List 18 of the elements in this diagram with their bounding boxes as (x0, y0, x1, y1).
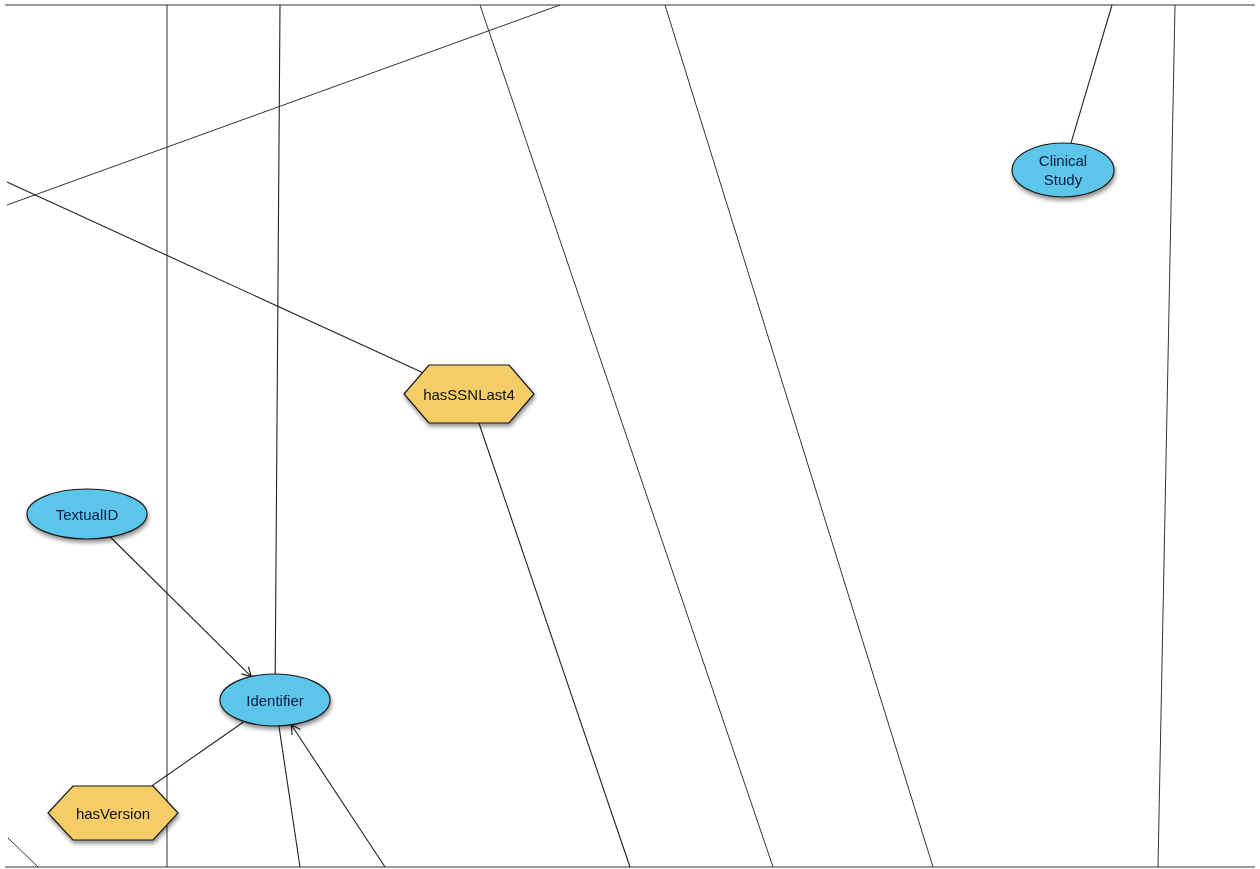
arrow (109, 536, 252, 678)
arrow (290, 724, 386, 868)
class-ellipse (219, 673, 331, 727)
connector-line (1070, 4, 1113, 144)
node-label: hasSSNLast4 (423, 384, 515, 404)
node-label: TextualID (55, 504, 119, 524)
class-ellipse (1011, 142, 1115, 198)
connector-line (274, 4, 281, 675)
property-hexagon (403, 364, 535, 424)
node-label: Clinical Study (1037, 151, 1089, 189)
connector-line (278, 725, 301, 868)
property-hexagon (47, 785, 179, 841)
connector-line (6, 181, 423, 374)
connector-line (478, 422, 631, 868)
node-label: Identifier (246, 690, 304, 710)
node-label: hasVersion (75, 803, 151, 823)
class-ellipse (26, 488, 148, 540)
connector-line (151, 720, 245, 787)
